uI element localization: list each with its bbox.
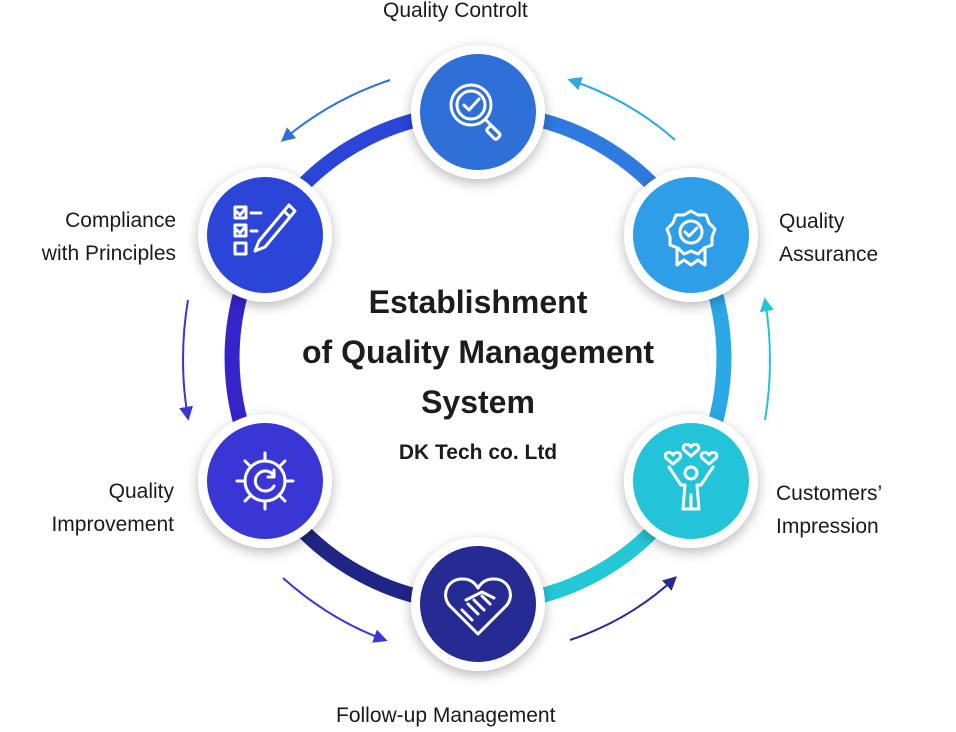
node-compliance-with-principles xyxy=(198,168,332,302)
arrow-right xyxy=(759,297,774,421)
checklist-pencil-icon xyxy=(233,203,297,256)
center-title-line-2: of Quality Management xyxy=(301,334,655,370)
node-quality-control-circle xyxy=(420,54,536,170)
label-quality-assurance-line-2: Assurance xyxy=(779,243,879,266)
arrow-left xyxy=(179,299,193,421)
node-customers-impression-circle xyxy=(633,423,749,539)
company-name: DK Tech co. Ltd xyxy=(398,441,558,464)
label-customers-impression-line-2: Impression xyxy=(776,515,879,538)
node-follow-up-management xyxy=(411,537,545,671)
arrow-top-left xyxy=(280,79,391,142)
people-hearts-icon xyxy=(663,442,719,511)
label-quality-improvement-line-2: Improvement xyxy=(51,513,174,536)
award-badge-icon xyxy=(665,209,717,267)
label-quality-improvement-line-1: Quality xyxy=(108,480,174,503)
label-quality-control: Quality Controlt xyxy=(383,0,528,27)
node-quality-control xyxy=(411,45,545,179)
center-title: Establishment of Quality Management Syst… xyxy=(240,277,716,427)
center-title-line-3: System xyxy=(421,384,535,420)
magnifier-check-icon xyxy=(449,83,502,141)
label-compliance-with-principles: Compliance with Principles xyxy=(42,204,176,270)
handshake-heart-icon xyxy=(444,577,512,636)
arrow-bottom-left xyxy=(282,577,388,643)
arrow-bottom-right xyxy=(569,576,678,641)
label-customers-impression: Customers’ Impression xyxy=(776,477,882,543)
label-follow-up-management-line-1: Follow-up Management xyxy=(336,704,556,727)
label-quality-assurance-line-1: Quality xyxy=(779,210,845,233)
node-quality-improvement xyxy=(198,414,332,548)
label-compliance-with-principles-line-2: with Principles xyxy=(41,242,176,265)
label-compliance-with-principles-line-1: Compliance xyxy=(65,209,176,232)
node-quality-assurance xyxy=(624,168,758,302)
arrow-top-right xyxy=(567,76,676,141)
label-quality-improvement: Quality Improvement xyxy=(51,475,174,541)
node-customers-impression xyxy=(624,414,758,548)
label-quality-control-line-1: Quality Controlt xyxy=(383,0,528,22)
flow-arrows xyxy=(179,76,774,643)
label-customers-impression-line-1: Customers’ xyxy=(776,482,883,505)
center-title-line-1: Establishment xyxy=(368,284,588,320)
label-quality-assurance: Quality Assurance xyxy=(779,205,878,271)
gear-cycle-icon xyxy=(235,451,295,511)
label-follow-up-management: Follow-up Management xyxy=(336,699,555,732)
node-quality-improvement-circle xyxy=(207,423,323,539)
